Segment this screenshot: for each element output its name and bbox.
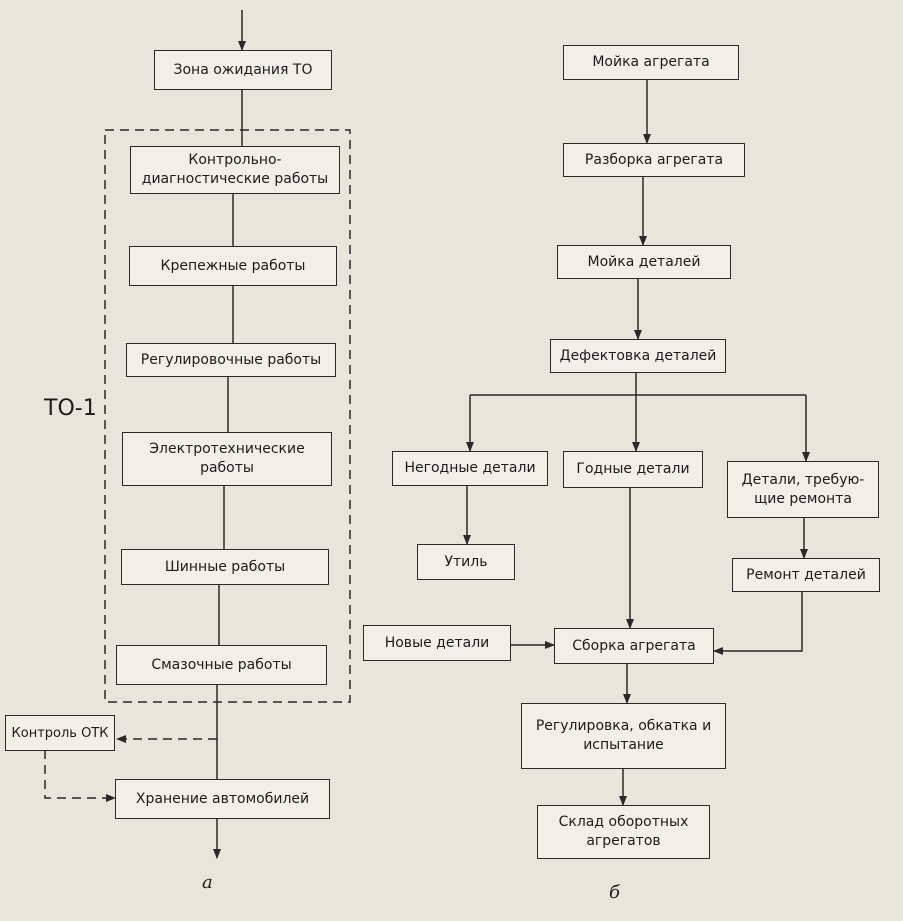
- box-unit-disassembly: Разборка агрегата: [563, 143, 745, 177]
- box-scrap-text: Утиль: [444, 553, 488, 570]
- box-parts-washing: Мойка деталей: [557, 245, 731, 279]
- box-parts-needing-repair-text: Детали, требую- щие ремонта: [741, 471, 865, 507]
- box-fit-parts: Годные детали: [563, 451, 703, 488]
- box-unfit-parts: Негодные детали: [392, 451, 548, 486]
- box-parts-repair-text: Ремонт деталей: [746, 566, 866, 583]
- box-unit-disassembly-text: Разборка агрегата: [584, 151, 724, 168]
- box-lubrication-works: Смазочные работы: [116, 645, 327, 685]
- box-adjusting-works: Регулировочные работы: [126, 343, 336, 377]
- box-new-parts: Новые детали: [363, 625, 511, 661]
- box-vehicle-storage: Хранение автомобилей: [115, 779, 330, 819]
- box-parts-repair: Ремонт деталей: [732, 558, 880, 592]
- caption-b: б: [609, 882, 620, 903]
- box-parts-washing-text: Мойка деталей: [587, 253, 701, 270]
- box-units-warehouse-text: Склад оборотных агрегатов: [558, 814, 689, 849]
- box-fit-parts-text: Годные детали: [576, 461, 690, 477]
- box-diagnostic-works: Контрольно- диагностические работы: [130, 146, 340, 194]
- box-unit-assembly: Сборка агрегата: [554, 628, 714, 664]
- box-qc-control-text: Контроль ОТК: [11, 725, 109, 741]
- box-fastening-works: Крепежные работы: [129, 246, 337, 286]
- box-adjusting-works-text: Регулировочные работы: [140, 351, 322, 368]
- box-parts-defecting-text: Дефектовка деталей: [559, 347, 717, 364]
- box-unfit-parts-text: Негодные детали: [404, 460, 536, 476]
- box-vehicle-storage-text: Хранение автомобилей: [135, 790, 310, 807]
- box-tire-works: Шинные работы: [121, 549, 329, 585]
- box-new-parts-text: Новые детали: [384, 634, 490, 651]
- box-electrical-works: Электротехнические работы: [122, 432, 332, 486]
- arrow-repair-assembly: [713, 592, 803, 655]
- to1-dashed-group: [104, 129, 351, 703]
- to1-group-label: ТО-1: [44, 396, 97, 421]
- caption-a: а: [202, 872, 213, 893]
- box-parts-needing-repair: Детали, требую- щие ремонта: [727, 461, 879, 518]
- dashed-arrow-qc-to-storage: [44, 750, 116, 802]
- box-adjust-run-test: Регулировка, обкатка и испытание: [521, 703, 726, 769]
- box-fastening-works-text: Крепежные работы: [160, 257, 306, 274]
- box-waiting-zone: Зона ожидания ТО: [154, 50, 332, 90]
- box-electrical-works-text: Электротехнические работы: [149, 441, 305, 476]
- box-scrap: Утиль: [417, 544, 515, 580]
- box-diagnostic-works-text: Контрольно- диагностические работы: [141, 152, 329, 187]
- box-lubrication-works-text: Смазочные работы: [151, 656, 292, 673]
- box-unit-assembly-text: Сборка агрегата: [572, 637, 696, 654]
- box-adjust-run-test-text: Регулировка, обкатка и испытание: [535, 718, 712, 753]
- box-waiting-zone-text: Зона ожидания ТО: [173, 61, 313, 78]
- box-tire-works-text: Шинные работы: [164, 558, 286, 575]
- box-qc-control: Контроль ОТК: [5, 715, 115, 751]
- box-unit-washing: Мойка агрегата: [563, 45, 739, 80]
- box-units-warehouse: Склад оборотных агрегатов: [537, 805, 710, 859]
- box-unit-washing-text: Мойка агрегата: [592, 54, 710, 70]
- box-parts-defecting: Дефектовка деталей: [550, 339, 726, 373]
